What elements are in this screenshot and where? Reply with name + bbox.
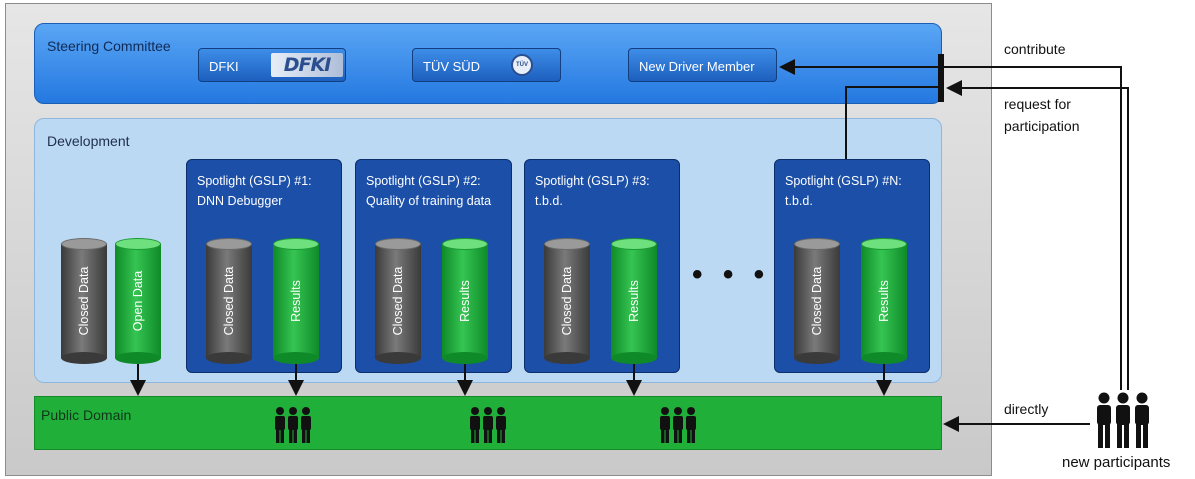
spotlight-1-title: Spotlight (GSLP) #1: xyxy=(197,174,312,188)
new-participants-icon xyxy=(1097,392,1149,448)
spotlight-n-closed-data-cylinder: Closed Data xyxy=(794,238,840,364)
spotlight-3-closed-data-cylinder: Closed Data xyxy=(544,238,590,364)
spotlight-3-title: Spotlight (GSLP) #3: xyxy=(535,174,650,188)
spotlight-3-results-cylinder: Results xyxy=(611,238,657,364)
open-data-cylinder: Open Data xyxy=(115,238,161,364)
spotlight-2-title: Spotlight (GSLP) #2: xyxy=(366,174,481,188)
steering-committee-title: Steering Committee xyxy=(47,38,171,54)
spotlight-n-subtitle: t.b.d. xyxy=(785,194,813,208)
directly-label: directly xyxy=(1004,401,1049,417)
spotlight-2-closed-data-cylinder: Closed Data xyxy=(375,238,421,364)
contribute-label: contribute xyxy=(1004,41,1066,57)
member-new-driver-label: New Driver Member xyxy=(639,59,755,74)
member-tuv-sud-label: TÜV SÜD xyxy=(423,59,481,74)
ellipsis: • • • xyxy=(692,258,771,291)
dfki-logo-icon: DFKI xyxy=(271,53,343,77)
people-group-icon xyxy=(470,407,506,443)
spotlight-1-subtitle: DNN Debugger xyxy=(197,194,283,208)
spotlight-1-results-cylinder: Results xyxy=(273,238,319,364)
public-domain-title: Public Domain xyxy=(41,407,132,423)
request-label-line1: request for xyxy=(1004,96,1071,112)
member-new-driver: New Driver Member xyxy=(628,48,777,82)
closed-data-cylinder: Closed Data xyxy=(61,238,107,364)
tuv-logo-icon: TÜV xyxy=(511,54,533,76)
spotlight-1-closed-data-cylinder: Closed Data xyxy=(206,238,252,364)
member-tuv-sud: TÜV SÜD TÜV xyxy=(412,48,561,82)
spotlight-n-title: Spotlight (GSLP) #N: xyxy=(785,174,902,188)
people-group-icon xyxy=(660,407,696,443)
member-dfki: DFKI DFKI xyxy=(198,48,346,82)
development-title: Development xyxy=(47,133,130,149)
spotlight-2-results-cylinder: Results xyxy=(442,238,488,364)
gate-bar xyxy=(938,54,944,102)
spotlight-3-subtitle: t.b.d. xyxy=(535,194,563,208)
spotlight-n-results-cylinder: Results xyxy=(861,238,907,364)
people-group-icon xyxy=(275,407,311,443)
new-participants-label: new participants xyxy=(1062,454,1171,471)
request-label-line2: participation xyxy=(1004,118,1080,134)
member-dfki-label: DFKI xyxy=(209,59,239,74)
spotlight-2-subtitle: Quality of training data xyxy=(366,194,492,208)
